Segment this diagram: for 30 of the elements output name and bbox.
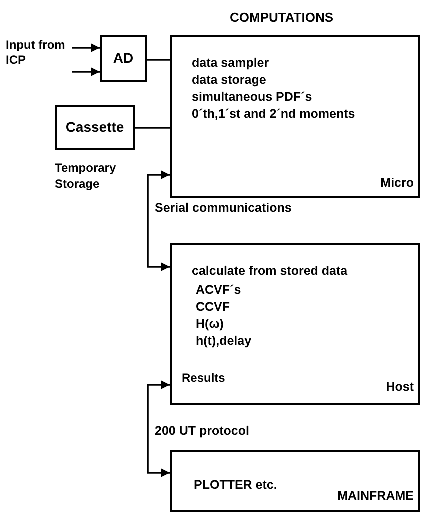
unit-label: MAINFRAME <box>338 488 414 506</box>
diagram-title: COMPUTATIONS <box>230 9 334 27</box>
function-text: simultaneous PDF´s <box>192 89 314 106</box>
process-box <box>100 35 147 82</box>
connector-line <box>72 68 100 76</box>
box-label: Cassette <box>66 118 124 137</box>
function-text: 0´th,1´st and 2´nd moments <box>192 106 356 123</box>
connector-line <box>72 44 100 52</box>
connector-line <box>147 59 170 61</box>
connector-line <box>147 170 170 272</box>
function-text: H(ω) <box>195 316 225 333</box>
box-label: AD <box>113 49 134 68</box>
unit-label: Micro <box>380 175 414 192</box>
function-text: data storage <box>192 72 268 89</box>
function-text: calculate from stored data <box>192 263 348 280</box>
connector-line <box>135 127 170 129</box>
process-box <box>170 243 420 405</box>
function-text: data sampler <box>192 55 270 72</box>
box-caption: Temporary Storage <box>55 160 118 192</box>
process-box <box>170 35 420 198</box>
input-label: Input from ICP <box>6 38 66 68</box>
process-box <box>170 450 420 512</box>
function-text: h(t),delay <box>195 333 253 350</box>
function-text: CCVF <box>195 299 232 316</box>
function-text: ACVF´s <box>195 282 242 299</box>
unit-label: Host <box>386 379 414 396</box>
function-text: PLOTTER etc. <box>194 477 278 494</box>
connector-line <box>147 380 170 478</box>
process-box <box>55 105 135 150</box>
results-label: Results <box>182 370 226 387</box>
